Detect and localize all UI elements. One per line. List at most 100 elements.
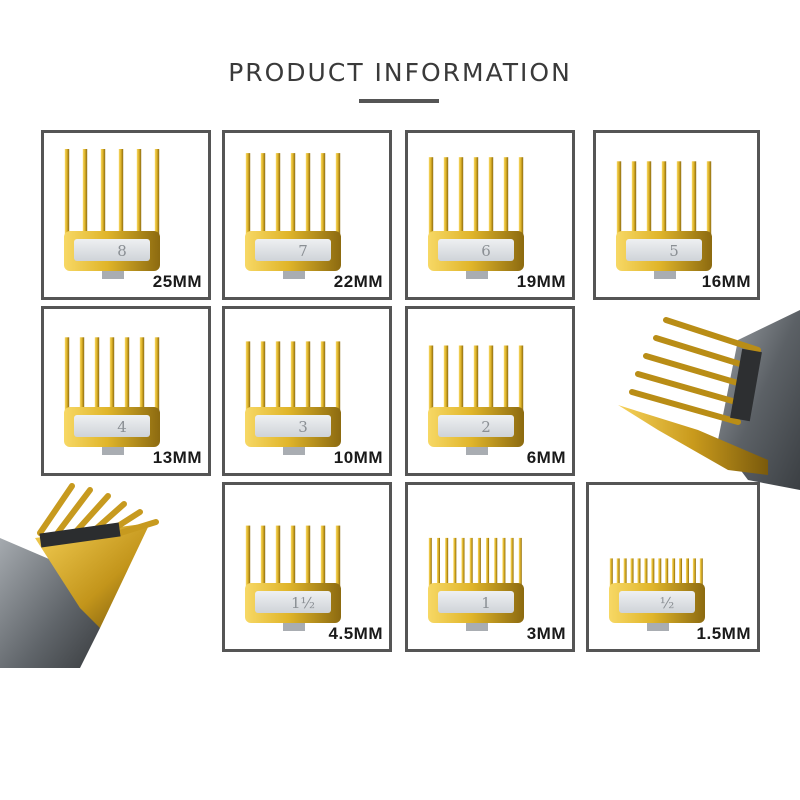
guard-metal-plate [619,591,695,613]
guard-card-3mm: 1 3MM [405,482,575,652]
guard-tooth [124,337,130,411]
guard-size-label: 4.5MM [328,624,383,643]
guard-tooth [706,161,712,235]
guard-tooth [518,537,522,587]
guard-tooth [335,341,341,411]
guard-tooth [118,149,124,235]
guard-tooth [458,157,464,235]
guard-tooth [630,558,634,587]
guard-clip [102,447,124,455]
guard-plate-number: 6 [481,242,491,260]
guard-tooth [320,341,326,411]
guard-tooth [518,157,524,235]
guard-card-25mm: 8 25MM [41,130,211,300]
guard-tooth [305,341,311,411]
guard-tooth [443,345,449,411]
guard-card-16mm: 5 16MM [593,130,760,300]
guard-plate-number: 2 [481,418,491,436]
guard-tooth [260,153,266,235]
guard-plate-number: 8 [117,242,127,260]
clipper-with-guard-image-left [0,483,159,668]
guard-tooth [275,525,281,587]
guard-comb-illustration: 8 [64,149,160,279]
guard-tooth [510,537,514,587]
guard-metal-plate [438,415,514,437]
guard-tooth [428,537,432,587]
guard-tooth [503,345,509,411]
guard-card-19mm: 6 19MM [405,130,575,300]
guard-tooth [335,525,341,587]
guard-tooth [609,558,613,587]
guard-size-label: 6MM [526,448,566,467]
guard-tooth [245,153,251,235]
guard-tooth [64,337,70,411]
guard-tooth [290,341,296,411]
guard-card-10mm: 3 10MM [222,306,392,476]
guard-clip [466,623,488,631]
guard-tooth [503,157,509,235]
guard-size-label: 25MM [152,272,202,291]
guard-tooth [305,153,311,235]
guard-tooth [486,537,490,587]
guard-tooth [428,345,434,411]
guard-tooth [631,161,637,235]
guard-tooth [290,153,296,235]
guard-comb-illustration: 1 [428,537,524,631]
guard-comb-illustration: 1½ [245,525,341,631]
guard-size-label: 1.5MM [696,624,751,643]
guard-card-4-5mm: 1½ 4.5MM [222,482,392,652]
guard-comb-illustration: ½ [609,558,705,631]
guard-plate-number: 3 [298,418,308,436]
guard-metal-plate [255,239,331,261]
guard-tooth [139,337,145,411]
guard-tooth [637,558,641,587]
guard-tooth [154,337,160,411]
guard-tooth [320,153,326,235]
guard-tooth [275,341,281,411]
guard-tooth [685,558,689,587]
guard-tooth [502,537,506,587]
guard-card-22mm: 7 22MM [222,130,392,300]
guard-comb-illustration: 2 [428,345,524,455]
clipper-with-guard-image-right [618,310,800,490]
guard-tooth [488,345,494,411]
guard-tooth [443,157,449,235]
guard-tooth [473,157,479,235]
guard-tooth [488,157,494,235]
guard-tooth [436,537,440,587]
guard-tooth [461,537,465,587]
guard-tooth [64,149,70,235]
guard-size-label: 19MM [516,272,566,291]
guard-comb-illustration: 5 [616,161,712,279]
guard-tooth [691,161,697,235]
guard-size-label: 22MM [333,272,383,291]
guard-card-13mm: 4 13MM [41,306,211,476]
guard-tooth [453,537,457,587]
guard-tooth [100,149,106,235]
guard-clip [466,447,488,455]
guard-tooth [658,558,662,587]
guard-plate-number: 5 [669,242,679,260]
guard-tooth [672,558,676,587]
guard-tooth [260,525,266,587]
guard-tooth [699,558,703,587]
guard-tooth [651,558,655,587]
guard-comb-illustration: 6 [428,157,524,279]
guard-clip [647,623,669,631]
guard-metal-plate [626,239,702,261]
guard-tooth [154,149,160,235]
guard-card-6mm: 2 6MM [405,306,575,476]
guard-metal-plate [255,591,331,613]
guard-tooth [335,153,341,235]
guard-tooth [428,157,434,235]
guard-plate-number: ½ [660,594,675,612]
guard-plate-number: 1½ [291,594,315,612]
guard-tooth [82,149,88,235]
guard-tooth [79,337,85,411]
guard-tooth [245,525,251,587]
guard-metal-plate [74,415,150,437]
guard-tooth [290,525,296,587]
guard-plate-number: 7 [298,242,308,260]
guard-comb-illustration: 3 [245,341,341,455]
guard-clip [283,447,305,455]
